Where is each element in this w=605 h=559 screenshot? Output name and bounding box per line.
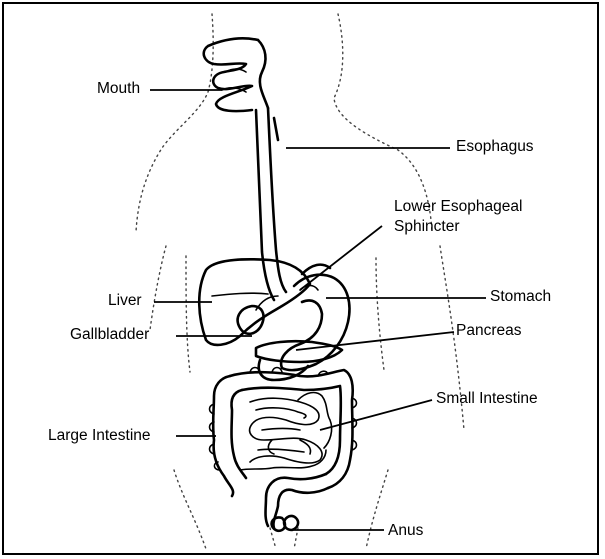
label-large-intestine: Large Intestine bbox=[48, 427, 151, 445]
leader-les bbox=[300, 226, 382, 290]
label-esophagus: Esophagus bbox=[456, 138, 534, 156]
label-small-intestine: Small Intestine bbox=[436, 390, 538, 408]
label-stomach: Stomach bbox=[490, 288, 551, 306]
label-gallbladder: Gallbladder bbox=[70, 326, 149, 344]
anus bbox=[272, 516, 298, 531]
label-anus: Anus bbox=[388, 522, 423, 540]
small-intestine bbox=[240, 393, 332, 470]
stomach bbox=[281, 265, 349, 370]
esophagus bbox=[256, 108, 286, 300]
large-intestine bbox=[210, 368, 357, 529]
head-cavity bbox=[204, 38, 268, 111]
label-mouth: Mouth bbox=[97, 80, 140, 98]
leader-small-intestine bbox=[320, 400, 432, 430]
label-pancreas: Pancreas bbox=[456, 322, 521, 340]
leader-pancreas bbox=[296, 332, 454, 350]
label-liver: Liver bbox=[108, 292, 142, 310]
gallbladder bbox=[238, 296, 278, 334]
label-sphincter: Sphincter bbox=[394, 218, 459, 236]
label-lower-esophageal: Lower Esophageal bbox=[394, 198, 522, 216]
